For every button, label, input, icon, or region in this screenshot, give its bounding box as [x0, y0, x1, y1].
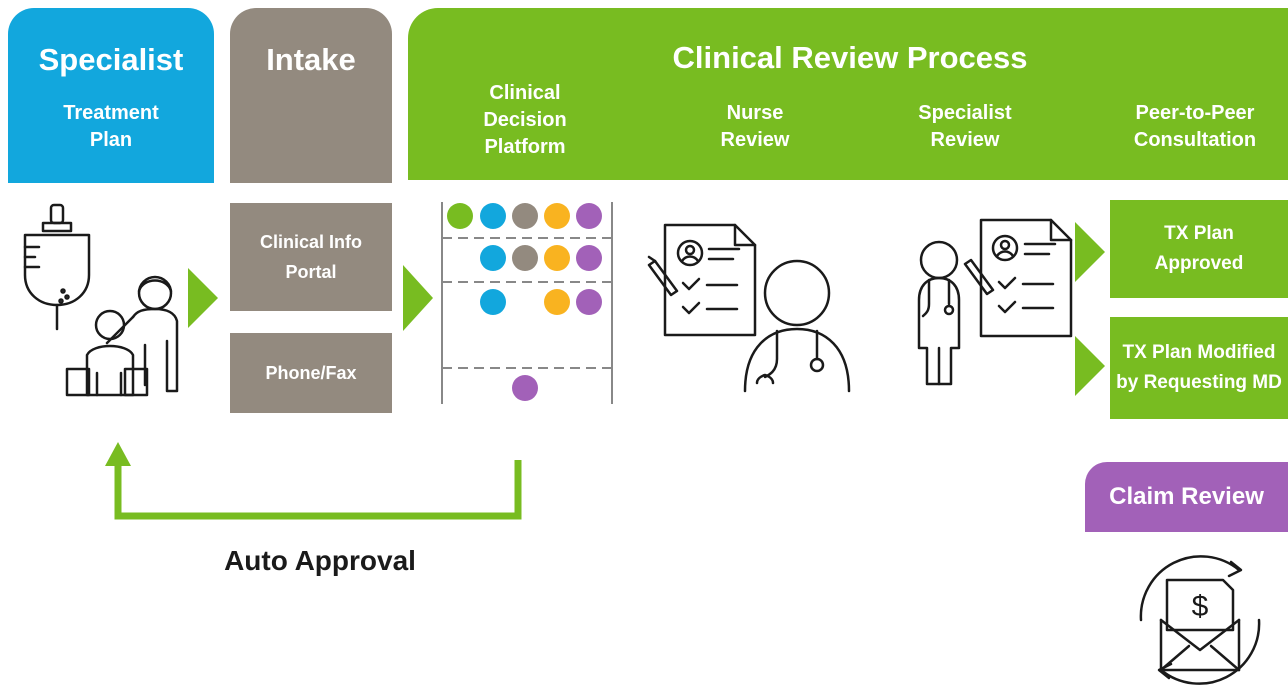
claim-review-title: Claim Review [1109, 483, 1264, 510]
dot-orange [544, 203, 570, 229]
dot-orange [544, 289, 570, 315]
intake-portal-label: Clinical Info Portal [259, 232, 362, 282]
clinical-decision-platform-graphic [441, 202, 613, 404]
dot-orange [544, 245, 570, 271]
patient-doctor-iv-icon [23, 203, 179, 397]
outcome-modified-label: TX Plan Modified by Requesting MD [1116, 342, 1282, 393]
arrow-right-icon [1075, 336, 1105, 396]
claim-review-header: Claim Review [1085, 462, 1288, 532]
intake-title: Intake [266, 42, 356, 77]
stage-peer-to-peer: Peer-to-Peer Consultation [1133, 102, 1257, 151]
clinical-review-title: Clinical Review Process [672, 40, 1028, 75]
dot-purple [576, 203, 602, 229]
dot-gray [512, 203, 538, 229]
auto-approval-loop-arrow [105, 442, 522, 520]
dot-blue [480, 245, 506, 271]
intake-phone-fax: Phone/Fax [230, 333, 392, 413]
outcome-tx-plan-modified: TX Plan Modified by Requesting MD [1110, 317, 1288, 419]
specialist-subtitle: Treatment Plan [63, 102, 159, 151]
arrow-right-icon [403, 265, 433, 331]
dot-blue [480, 203, 506, 229]
stage-clinical-decision-platform: Clinical Decision Platform [483, 82, 567, 158]
clinical-review-lane-header [408, 8, 1288, 180]
svg-text:$: $ [1192, 590, 1209, 623]
auto-approval-label: Auto Approval [224, 545, 416, 576]
dot-blue [480, 289, 506, 315]
dot-gray [512, 245, 538, 271]
dot-purple [576, 289, 602, 315]
dot-purple [576, 245, 602, 271]
doctor-clipboard-icon [917, 218, 1073, 386]
dollar-envelope-cycle-icon: $ [1139, 555, 1261, 685]
dot-purple [512, 375, 538, 401]
intake-phone-fax-label: Phone/Fax [265, 363, 357, 383]
specialist-title: Specialist [38, 42, 184, 77]
stage-nurse-review: Nurse Review [720, 102, 790, 151]
nurse-clipboard-icon [647, 223, 851, 393]
outcome-approved-label: TX Plan Approved [1154, 223, 1244, 274]
dot-green [447, 203, 473, 229]
stage-specialist-review: Specialist Review [918, 102, 1012, 151]
specialist-lane-header [8, 8, 214, 183]
intake-lane-header [230, 8, 392, 183]
outcome-tx-plan-approved: TX Plan Approved [1110, 200, 1288, 298]
intake-clinical-info-portal: Clinical Info Portal [230, 203, 392, 311]
arrow-right-icon [1075, 222, 1105, 282]
arrow-right-icon [188, 268, 218, 328]
